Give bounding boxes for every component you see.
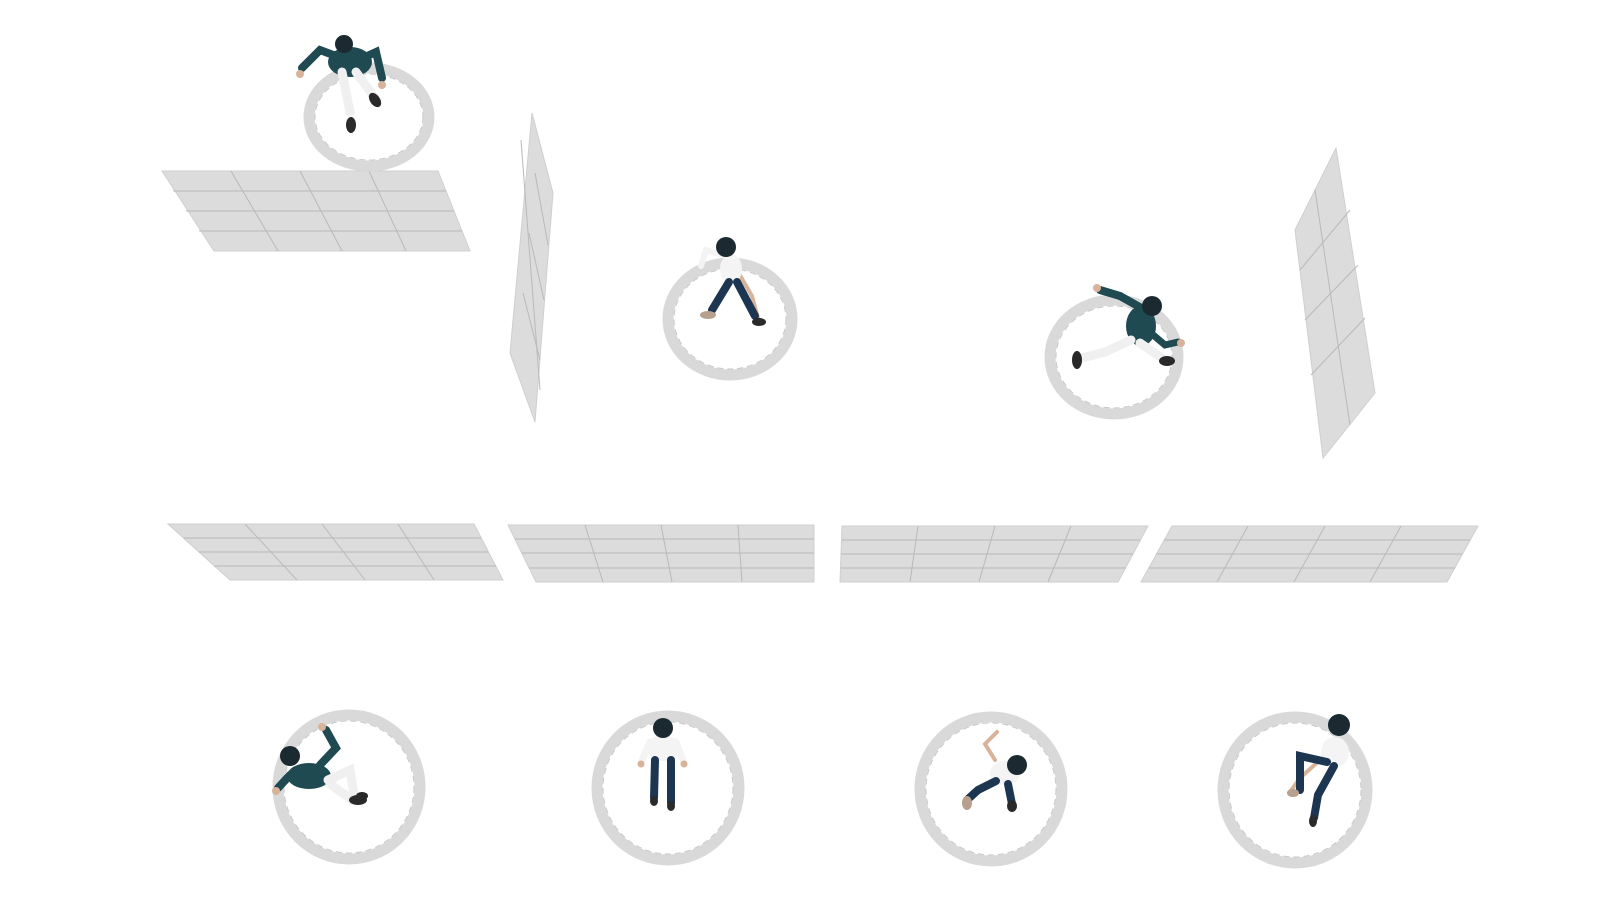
grid-panel-top-left [161,170,471,252]
figure-2 [698,237,766,326]
figure-7 [1287,714,1350,827]
figure-4 [272,723,368,805]
grid-panel-vertical-right [1294,146,1376,460]
figure-6 [962,730,1027,812]
ring-bottom-2 [591,710,745,866]
grid-panel-bottom-1 [166,523,504,581]
grid-panel-vertical-left [509,112,554,423]
figure-1 [296,35,386,133]
ring-bottom-4 [1217,711,1373,869]
ring-right [1044,294,1184,420]
grid-panel-bottom-3 [839,525,1149,583]
figure-5 [637,718,688,811]
grid-panel-bottom-4 [1140,525,1479,583]
grid-panel-bottom-2 [507,524,815,583]
figure-3 [1072,284,1185,369]
ring-bottom-3 [914,711,1068,867]
